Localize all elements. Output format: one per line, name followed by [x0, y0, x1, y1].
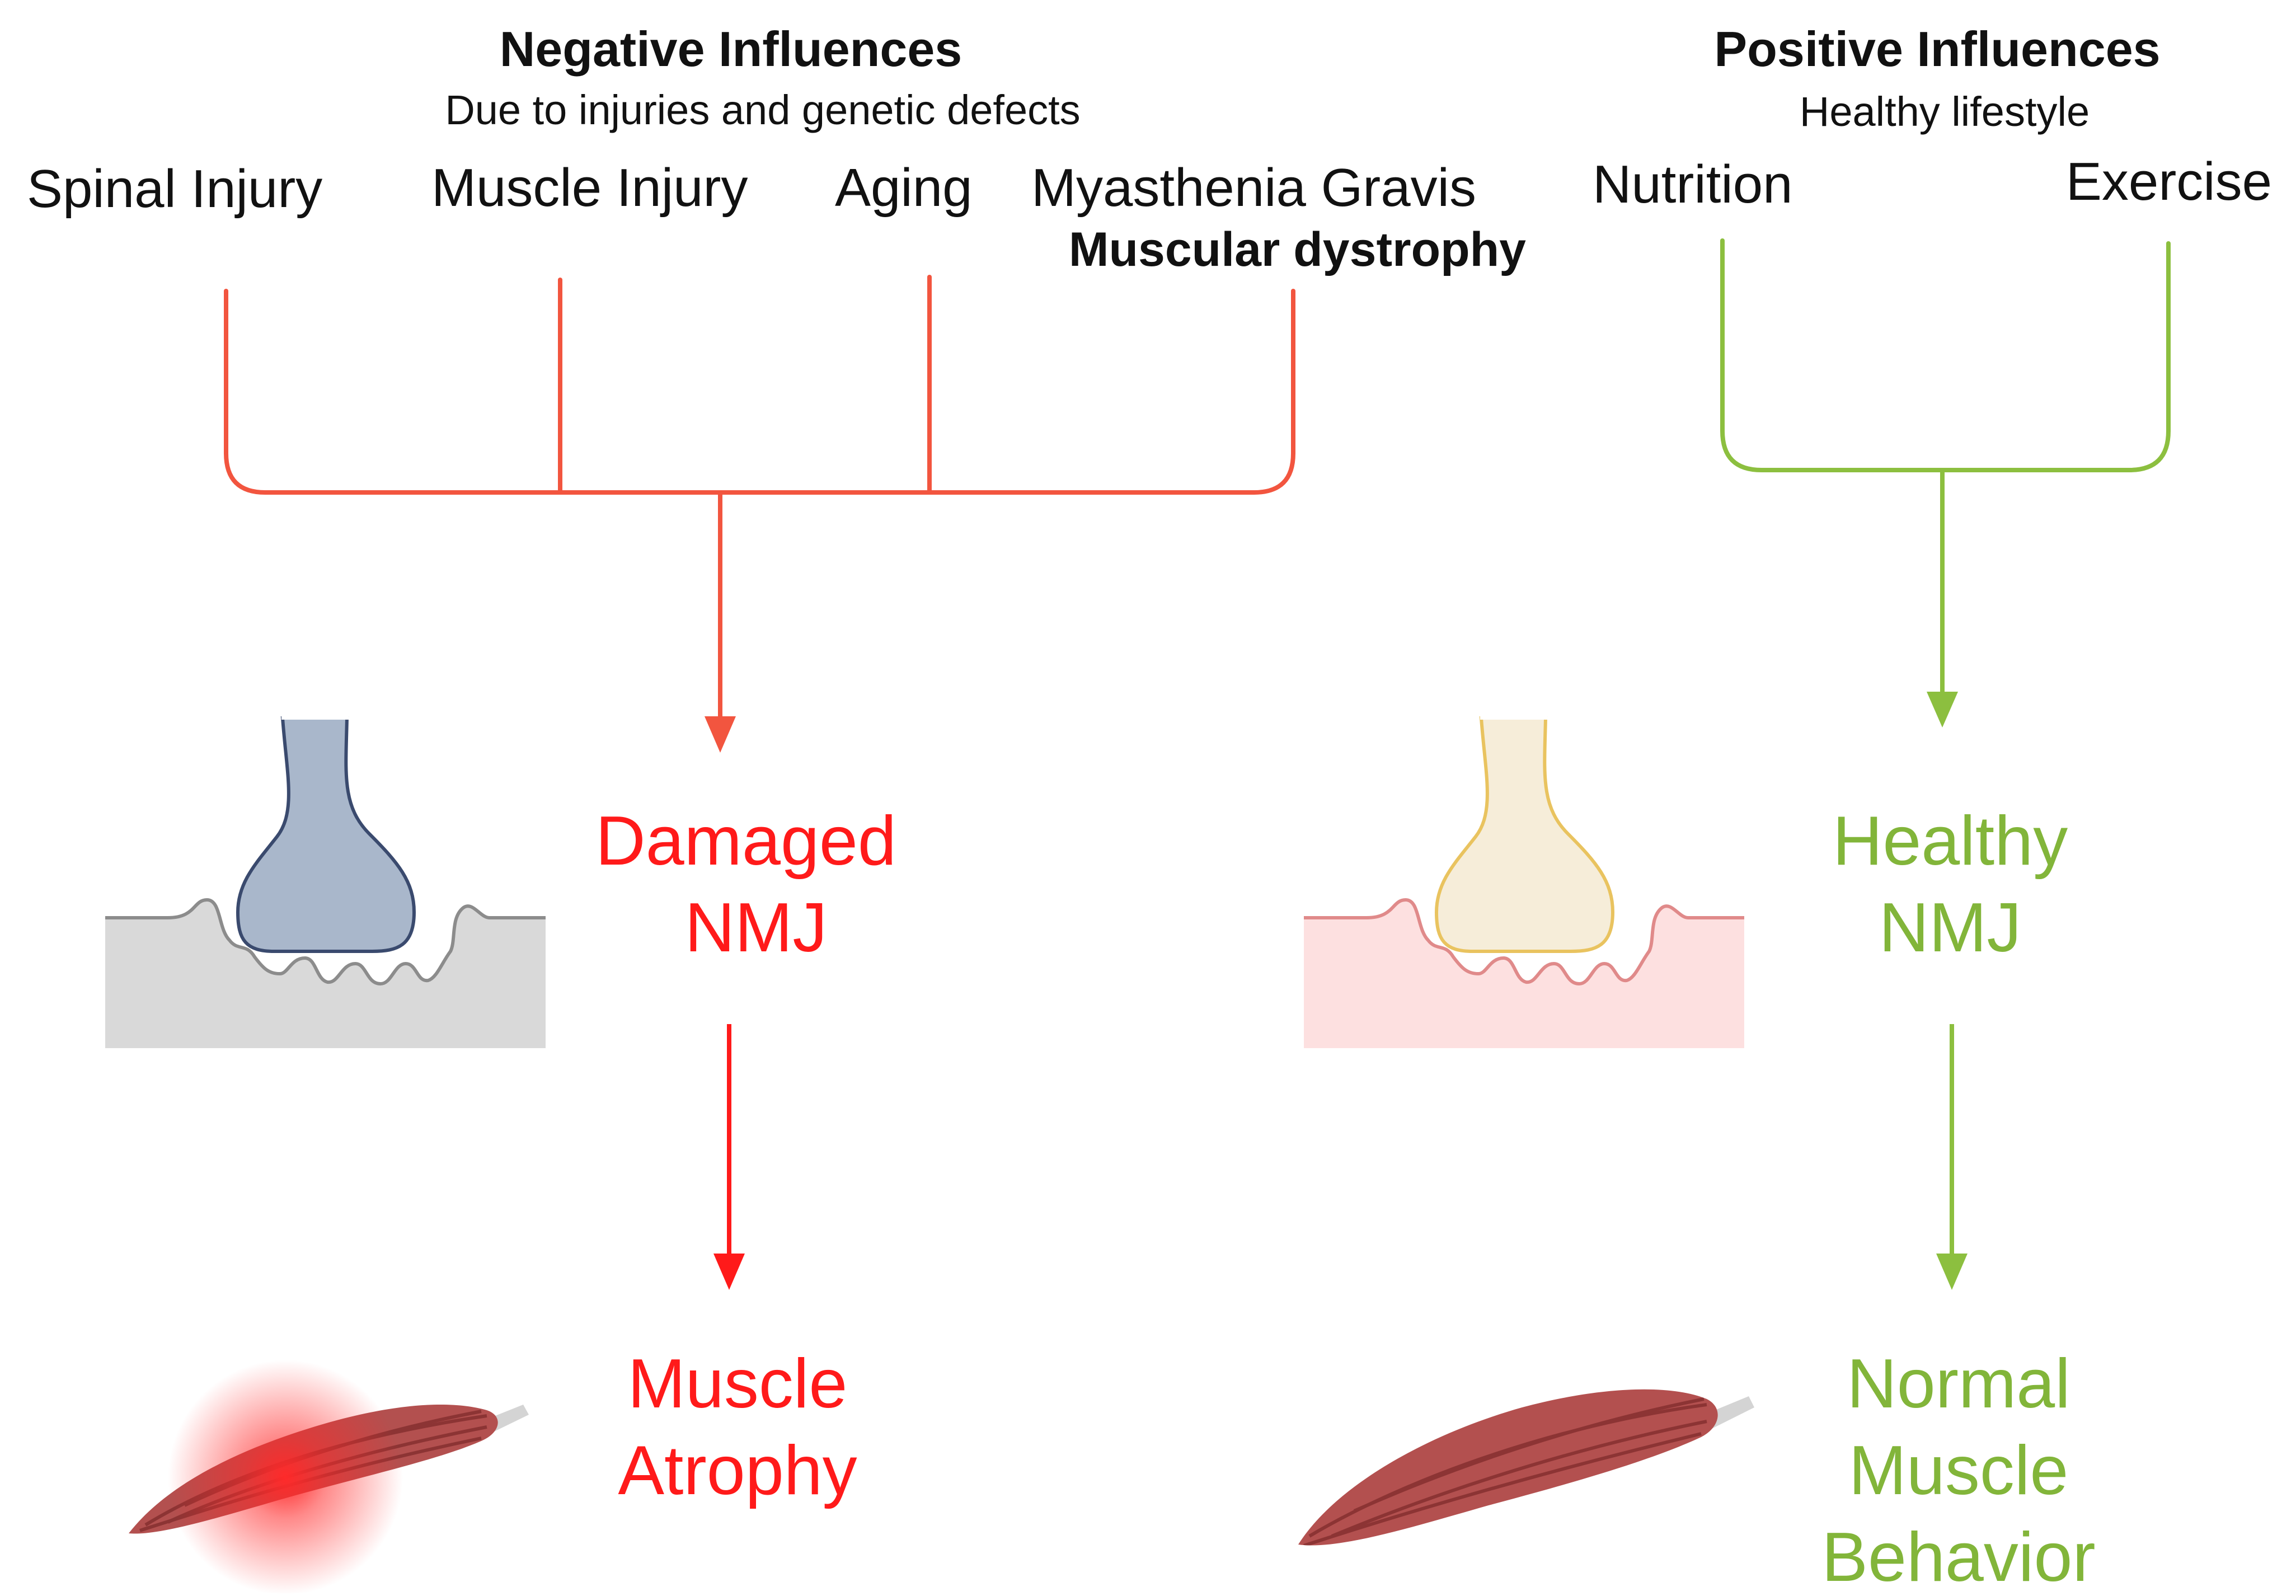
damaged-nmj-label-line2: NMJ [685, 889, 828, 966]
damaged-nerve-terminal [236, 716, 416, 953]
damaged-nmj-illustration [105, 711, 546, 1048]
atrophied-muscle-illustration [129, 1360, 529, 1595]
cause-muscular-dystrophy: Muscular dystrophy [1069, 223, 1526, 276]
normal-muscle-striations [1303, 1397, 1707, 1546]
damaged-nmj-label-line1: Damaged [595, 802, 896, 880]
normal-muscle-behavior-label-line3: Behavior [1821, 1519, 2095, 1593]
muscle-atrophy-label-line1: Muscle [628, 1345, 848, 1423]
cause-muscle-injury: Muscle Injury [431, 158, 748, 218]
healthy-muscle-fiber-surface [1304, 900, 1744, 1048]
healthy-nmj-label-line2: NMJ [1879, 889, 2022, 966]
cause-nutrition: Nutrition [1593, 154, 1792, 214]
healthy-nmj-illustration [1304, 711, 1744, 1048]
negative-connectors [224, 275, 1295, 721]
healthy-postsynaptic-folds [1304, 898, 1744, 986]
normal-muscle-illustration [1298, 1389, 1754, 1546]
cause-spinal-injury: Spinal Injury [27, 159, 322, 219]
positive-influences-title: Positive Influences [1714, 21, 2160, 77]
healthy-nmj-label-line1: Healthy [1833, 802, 2068, 880]
nerve-axon-cap [281, 711, 349, 720]
cause-myasthenia-gravis: Myasthenia Gravis [1031, 158, 1476, 218]
normal-muscle-behavior-label-line2: Muscle [1849, 1432, 2069, 1509]
negative-arrowhead-1 [705, 716, 736, 753]
damaged-muscle-fiber-surface [105, 900, 546, 1048]
atrophy-inflammation-glow [168, 1360, 403, 1595]
normal-muscle-behavior-label-line1: Normal [1847, 1345, 2070, 1423]
damaged-postsynaptic-folds [105, 898, 546, 986]
positive-arrowhead-1 [1927, 692, 1958, 727]
nerve-axon-cap-healthy [1480, 711, 1547, 720]
cause-aging: Aging [835, 158, 973, 218]
negative-influences-subtitle: Due to injuries and genetic defects [445, 87, 1080, 133]
positive-arrowhead-2 [1936, 1254, 1968, 1290]
muscle-atrophy-label-line2: Atrophy [618, 1432, 857, 1509]
positive-connectors [1720, 238, 2171, 696]
healthy-nerve-terminal [1434, 716, 1615, 953]
negative-arrowhead-2 [713, 1254, 745, 1290]
negative-influences-title: Negative Influences [500, 21, 962, 77]
negative-bracket [224, 451, 1295, 495]
cause-exercise: Exercise [2066, 152, 2272, 212]
positive-bracket [1720, 429, 2171, 472]
positive-influences-subtitle: Healthy lifestyle [1800, 88, 2090, 135]
